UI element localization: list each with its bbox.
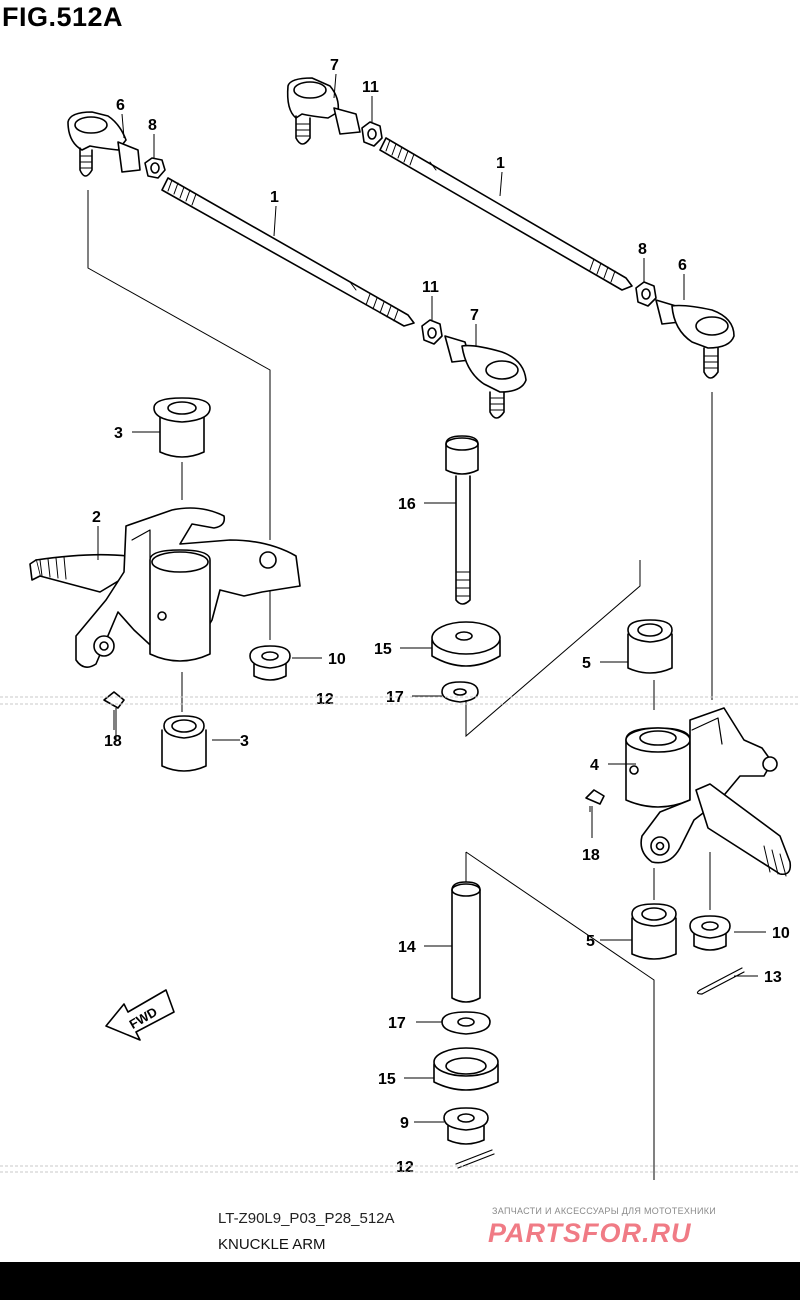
callout-3-top: 3 [114,425,123,442]
callout-14: 14 [398,939,416,956]
bushing-left-3-bottom [161,715,207,772]
nut-left-11 [421,319,443,345]
callout-12-bottom: 12 [396,1159,414,1176]
scan-artifact-bands [0,696,800,1173]
callout-9: 9 [400,1115,409,1132]
callout-4: 4 [590,757,599,774]
assembly-guide-lines [87,190,713,1180]
callout-5-top: 5 [582,655,591,672]
nut-right-10 [689,915,731,951]
washer-15-top [431,621,501,667]
washer-17-top [441,681,479,703]
nipple-left-18 [103,691,125,709]
figure-caption: KNUCKLE ARM [218,1236,326,1253]
fwd-arrow-icon [105,989,175,1041]
bushing-right-5-top [627,619,673,674]
callout-11-top: 11 [362,79,379,96]
callout-15-bottom: 15 [378,1071,396,1088]
nut-left-10 [249,645,291,681]
callout-10-right: 10 [772,925,790,942]
leader-lines [97,73,766,1123]
tie-rod-end-right-6 [655,299,735,379]
callout-18-left: 18 [104,733,122,750]
pin-13 [696,967,745,995]
watermark-logo: PARTSFOR.RU [488,1218,692,1248]
callout-2: 2 [92,509,101,526]
tie-rod-left [161,177,415,327]
callout-5-bottom: 5 [586,933,595,950]
nut-right-8 [635,281,657,307]
model-code: LT-Z90L9_P03_P28_512A [218,1210,395,1227]
bushing-right-5-bottom [631,903,677,960]
nut-right-11 [361,121,383,147]
figure-title: FIG.512A [2,2,124,32]
nut-left-8 [144,157,166,179]
nipple-right-18 [585,789,605,805]
callout-1-right: 1 [496,155,505,172]
bottom-black-band [0,1262,800,1300]
shaft-14 [451,881,481,1003]
callout-17-bottom: 17 [388,1015,406,1032]
callout-8-left: 8 [148,117,157,134]
washer-15-bottom [433,1047,499,1091]
callout-3-bottom: 3 [240,733,249,750]
callout-15-top: 15 [374,641,392,658]
callout-18-right: 18 [582,847,600,864]
callout-13: 13 [764,969,782,986]
bolt-16 [445,435,479,605]
callout-6-left: 6 [116,97,125,114]
callout-numbers: 6 8 1 7 11 1 8 6 11 7 3 2 16 15 10 5 17 … [92,57,790,1176]
callout-1-left: 1 [270,189,279,206]
callout-7-top: 7 [330,57,339,74]
callout-17-top: 17 [386,689,404,706]
watermark-tagline: ЗАПЧАСТИ И АКСЕССУАРЫ ДЛЯ МОТОТЕХНИКИ [492,1206,717,1216]
callout-11-mid: 11 [422,279,439,296]
pin-12-bottom [455,1149,495,1169]
callout-12-left: 12 [316,691,334,708]
tie-rod-end-right-7 [286,77,361,145]
knuckle-arm-left-2 [29,507,301,668]
knuckle-arm-right-4 [625,707,792,877]
washer-17-bottom [441,1011,491,1035]
callout-6-right: 6 [678,257,687,274]
callout-16: 16 [398,496,416,513]
bushing-left-3-top [153,397,211,458]
tie-rod-end-left-7 [444,335,527,419]
tie-rod-end-left [67,111,141,177]
tie-rod-right [379,137,633,291]
nut-9 [443,1107,489,1145]
callout-8-right: 8 [638,241,647,258]
callout-7-right: 7 [470,307,479,324]
callout-10-left: 10 [328,651,346,668]
